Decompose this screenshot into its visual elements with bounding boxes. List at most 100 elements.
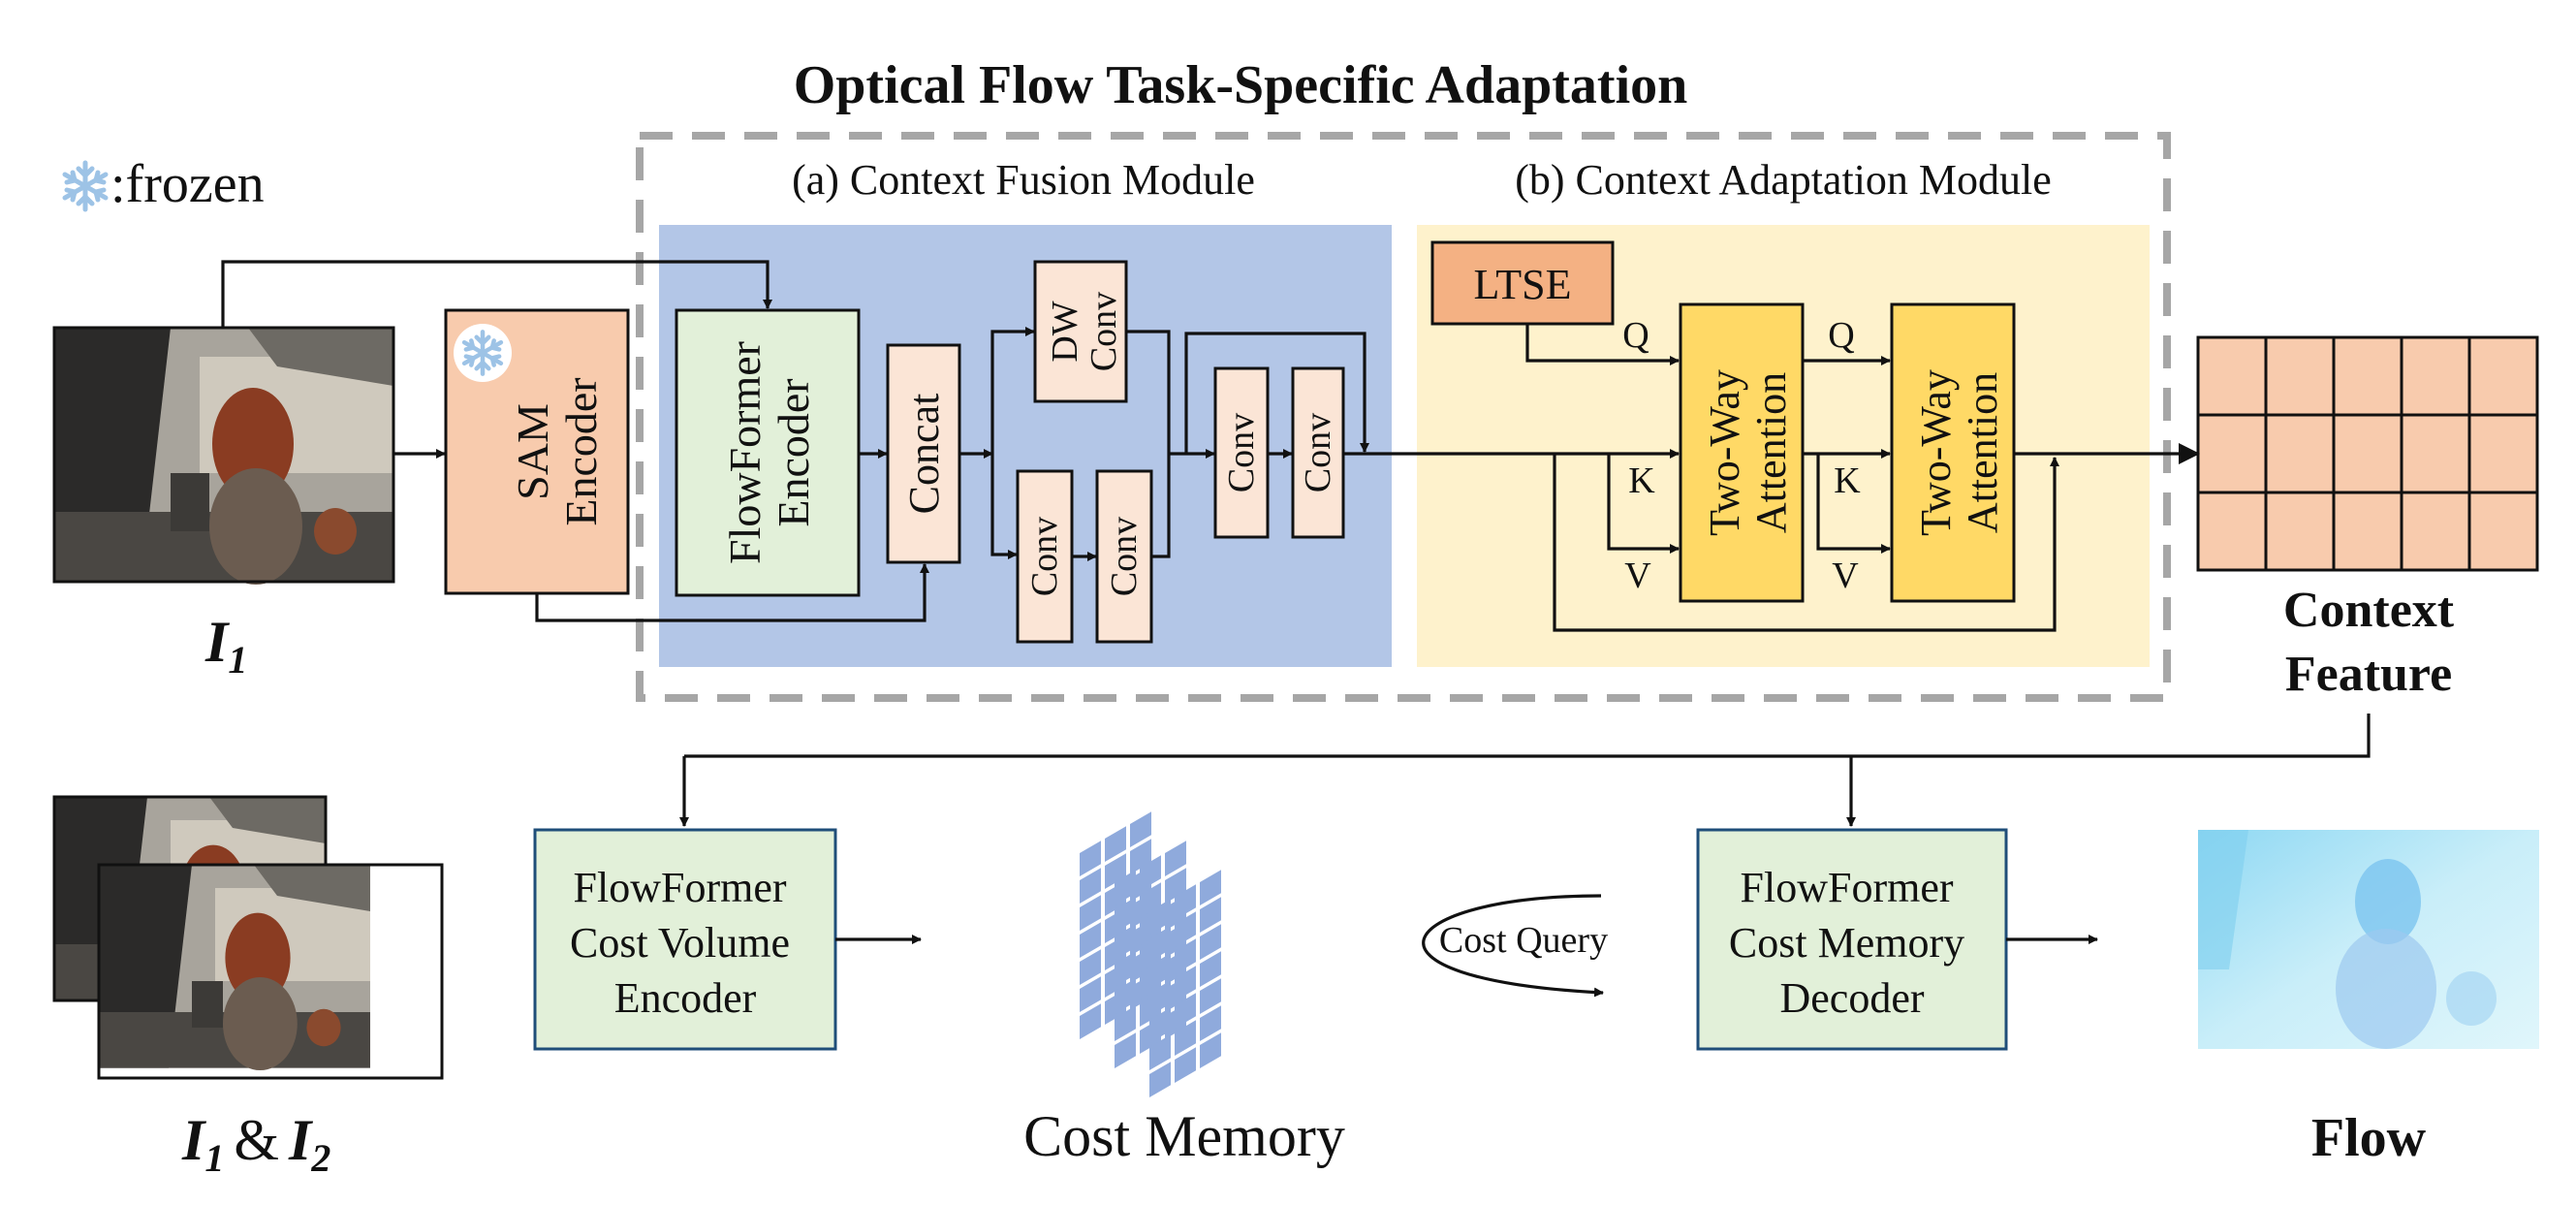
- cost-memory-cell: [1200, 870, 1221, 905]
- conv-label-3: Conv: [1221, 413, 1262, 492]
- cost-memory-cell: [1080, 868, 1101, 904]
- cost-memory-cell: [1200, 1005, 1221, 1041]
- cost-memory-cell: [1149, 1062, 1171, 1097]
- cost-memory-cell: [1175, 938, 1196, 974]
- input-i1-label: I1: [204, 610, 247, 682]
- conv-label-2: Conv: [1104, 517, 1145, 596]
- q-label-1: Q: [1622, 315, 1649, 356]
- cost-memory-cell: [1175, 884, 1196, 920]
- context-feature-cell: [2400, 491, 2471, 572]
- v-label-2: V: [1832, 555, 1859, 596]
- cost-memory-cell: [1115, 924, 1136, 960]
- sam-encoder-label: SAMEncoder: [508, 377, 606, 525]
- conv-label-1: Conv: [1024, 517, 1065, 596]
- cost-memory-cell: [1200, 978, 1221, 1014]
- cost-memory-cell: [1149, 1034, 1171, 1070]
- two-way-attention-label-2: Two-WayAttention: [1912, 369, 2006, 536]
- context-feature-cell: [2467, 335, 2539, 417]
- context-feature-cell: [2400, 413, 2471, 494]
- concat-label: Concat: [900, 394, 948, 515]
- cost-memory-cell: [1080, 1003, 1101, 1039]
- snowflake-icon: [65, 163, 106, 209]
- cost-memory-cell: [1175, 1020, 1196, 1056]
- context-feature-grid: [2196, 335, 2539, 572]
- flow-output-image: [2198, 830, 2539, 1049]
- context-feature-connectors: [679, 714, 2371, 827]
- cost-memory-cell: [1149, 980, 1171, 1016]
- cost-memory-cell: [1175, 1047, 1196, 1083]
- cost-query-arrow: [1422, 894, 1604, 998]
- cost-volume-encoder-label: FlowFormer Cost Volume Encoder: [570, 864, 801, 1022]
- cost-volume-encoder-box: [533, 828, 837, 1051]
- cost-memory-cell: [1175, 911, 1196, 947]
- flowformer-encoder-box: [675, 308, 861, 597]
- q-label-2: Q: [1828, 315, 1854, 356]
- context-feature-cell: [2332, 491, 2403, 572]
- conv-box-1: [1016, 469, 1074, 644]
- frozen-legend: :frozen: [65, 154, 265, 214]
- context-feature-cell: [2264, 491, 2336, 572]
- v-label-1: V: [1624, 555, 1651, 596]
- context-feature-cell: [2400, 335, 2471, 417]
- ltse-label: LTSE: [1473, 261, 1571, 308]
- cost-memory-cell: [1105, 853, 1126, 889]
- cost-memory-cell: [1175, 966, 1196, 1001]
- cost-memory-stack: [1080, 811, 1221, 1097]
- k-label-2: K: [1834, 460, 1861, 501]
- context-feature-cell: [2467, 491, 2539, 572]
- context-feature-cell: [2332, 413, 2403, 494]
- cost-memory-cell: [1130, 811, 1151, 847]
- cost-memory-cell: [1165, 841, 1186, 876]
- conv-box-3: [1213, 366, 1270, 539]
- cost-memory-cell: [1115, 1032, 1136, 1068]
- cost-memory-cell: [1130, 839, 1151, 874]
- context-feature-cell: [2196, 491, 2268, 572]
- cost-memory-cell: [1149, 899, 1171, 935]
- context-feature-cell: [2196, 335, 2268, 417]
- task-specific-adaptation-frame: [636, 132, 2171, 702]
- cost-memory-layer: [1149, 870, 1221, 1097]
- cost-memory-cell: [1115, 870, 1136, 905]
- cost-memory-cell: [1080, 922, 1101, 959]
- input-image-i1: [52, 326, 395, 585]
- cost-memory-cell: [1149, 1007, 1171, 1043]
- two-way-attention-label-1: Two-WayAttention: [1701, 369, 1795, 536]
- cost-memory-cell: [1200, 924, 1221, 960]
- context-feature-cell: [2264, 413, 2336, 494]
- ltse-box: [1430, 240, 1615, 326]
- diagram-title: Optical Flow Task-Specific Adaptation: [794, 55, 1688, 115]
- cost-memory-cell: [1140, 882, 1161, 918]
- cost-memory-cell: [1115, 1005, 1136, 1041]
- frozen-legend-label: :frozen: [110, 154, 265, 214]
- cost-memory-cell: [1165, 868, 1186, 904]
- cost-memory-cell: [1200, 897, 1221, 933]
- cost-memory-decoder-box: [1696, 828, 2008, 1051]
- cost-memory-cell: [1149, 926, 1171, 962]
- cost-query-label: Cost Query: [1439, 920, 1608, 961]
- context-feature-cell: [2196, 413, 2268, 494]
- cost-memory-cell: [1175, 993, 1196, 1029]
- top-connectors: [221, 260, 2200, 632]
- cost-memory-cell: [1115, 897, 1136, 933]
- input-pair-label: I1&I2: [181, 1108, 330, 1180]
- cost-memory-cell: [1080, 841, 1101, 876]
- cost-memory-cell: [1080, 895, 1101, 931]
- cost-memory-cell: [1115, 978, 1136, 1014]
- dw-conv-label: DWConv: [1045, 292, 1124, 371]
- context-adaptation-module-title: (b) Context Adaptation Module: [1515, 156, 2052, 204]
- cost-memory-cell: [1149, 953, 1171, 989]
- cost-memory-cell: [1080, 949, 1101, 986]
- cost-memory-cell: [1105, 826, 1126, 862]
- two-way-attention-box-2: [1890, 302, 2016, 603]
- cost-memory-cell: [1140, 855, 1161, 891]
- context-feature-cell: [2467, 413, 2539, 494]
- flow-label: Flow: [2311, 1108, 2427, 1168]
- cost-memory-cell: [1200, 1032, 1221, 1068]
- context-fusion-module-title: (a) Context Fusion Module: [792, 156, 1255, 204]
- input-image-pair: [52, 795, 444, 1080]
- flowformer-encoder-label: FlowFormerEncoder: [720, 341, 818, 564]
- context-feature-cell: [2332, 335, 2403, 417]
- concat-box: [886, 343, 961, 564]
